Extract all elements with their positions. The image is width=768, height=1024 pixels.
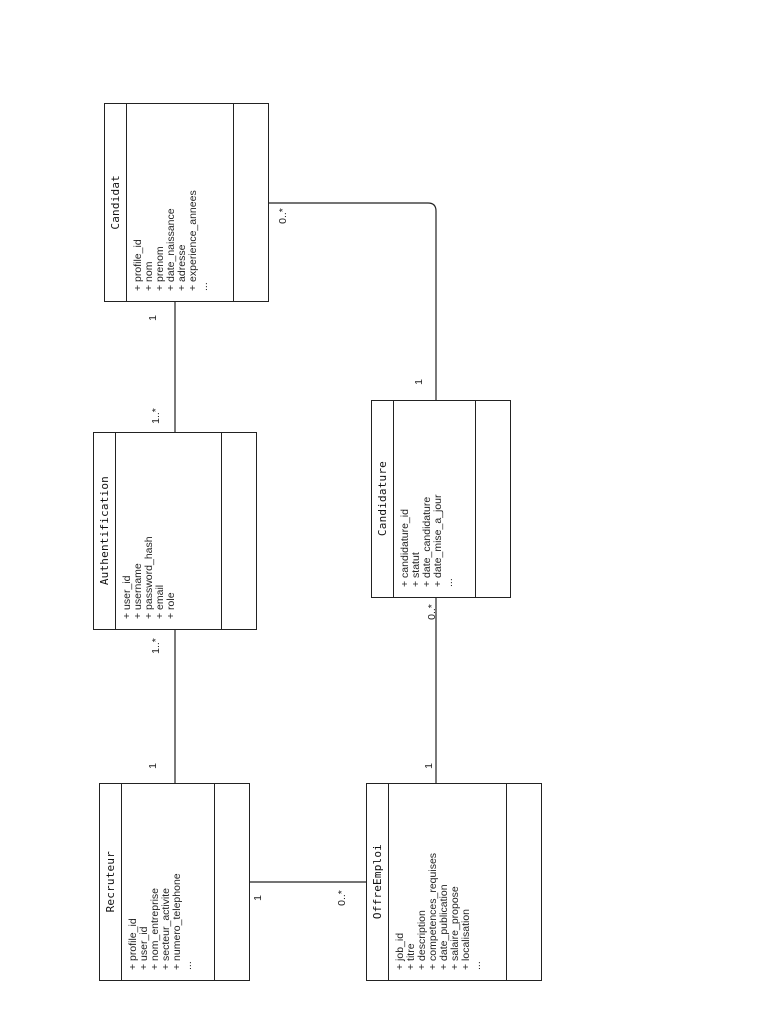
attribute: + role: [165, 592, 177, 619]
class-recruteur[interactable]: Recruteur + profile_id + user_id + nom_e…: [99, 783, 250, 981]
class-offreemploi-header: OffreEmploi: [367, 784, 389, 980]
multiplicity-label: 1: [146, 763, 159, 769]
multiplicity-label: 1: [146, 315, 159, 321]
attribute: ...: [443, 578, 455, 587]
class-offreemploi-name: OffreEmploi: [371, 844, 384, 920]
multiplicity-label: 0..*: [425, 604, 438, 620]
multiplicity-label: 1: [412, 379, 425, 385]
class-candidature-methods: [476, 401, 510, 597]
multiplicity-label: 1..*: [149, 638, 162, 654]
multiplicity-label: 1: [422, 763, 435, 769]
class-recruteur-header: Recruteur: [100, 784, 122, 980]
class-candidature-name: Candidature: [376, 461, 389, 537]
class-candidature-attributes: + candidature_id + statut + date_candida…: [394, 401, 476, 597]
class-candidat-attributes: + profile_id + nom + prenom + date_naiss…: [127, 104, 234, 301]
class-offreemploi-attributes: + job_id + titre + description + compete…: [389, 784, 507, 980]
multiplicity-label: 1: [251, 895, 264, 901]
class-offreemploi-methods: [507, 784, 541, 980]
class-authentification-name: Authentification: [98, 476, 111, 586]
class-candidature[interactable]: Candidature + candidature_id + statut + …: [371, 400, 511, 598]
attribute: + numero_telephone: [171, 873, 183, 970]
class-offreemploi[interactable]: OffreEmploi + job_id + titre + descripti…: [366, 783, 542, 981]
class-candidat[interactable]: Candidat + profile_id + nom + prenom + d…: [104, 103, 269, 302]
attribute: + date_mise_a_jour: [432, 494, 444, 587]
multiplicity-label: 0..*: [276, 208, 289, 224]
class-candidature-header: Candidature: [372, 401, 394, 597]
attribute: ...: [471, 961, 483, 970]
attribute: + localisation: [460, 909, 472, 970]
association-candidat-candidature: [268, 202, 437, 400]
attribute: ...: [198, 282, 210, 291]
multiplicity-label: 1..*: [149, 408, 162, 424]
class-candidat-name: Candidat: [109, 175, 122, 230]
class-candidat-methods: [234, 104, 268, 301]
class-candidat-header: Candidat: [105, 104, 127, 301]
multiplicity-label: 0..*: [335, 890, 348, 906]
class-recruteur-methods: [215, 784, 249, 980]
class-recruteur-name: Recruteur: [104, 851, 117, 913]
class-authentification-header: Authentification: [94, 433, 116, 629]
class-recruteur-attributes: + profile_id + user_id + nom_entreprise …: [122, 784, 215, 980]
attribute: ...: [182, 961, 194, 970]
class-authentification-attributes: + user_id + username + password_hash + e…: [116, 433, 222, 629]
class-authentification-methods: [222, 433, 256, 629]
attribute: + experience_annees: [187, 190, 199, 291]
class-authentification[interactable]: Authentification + user_id + username + …: [93, 432, 257, 630]
